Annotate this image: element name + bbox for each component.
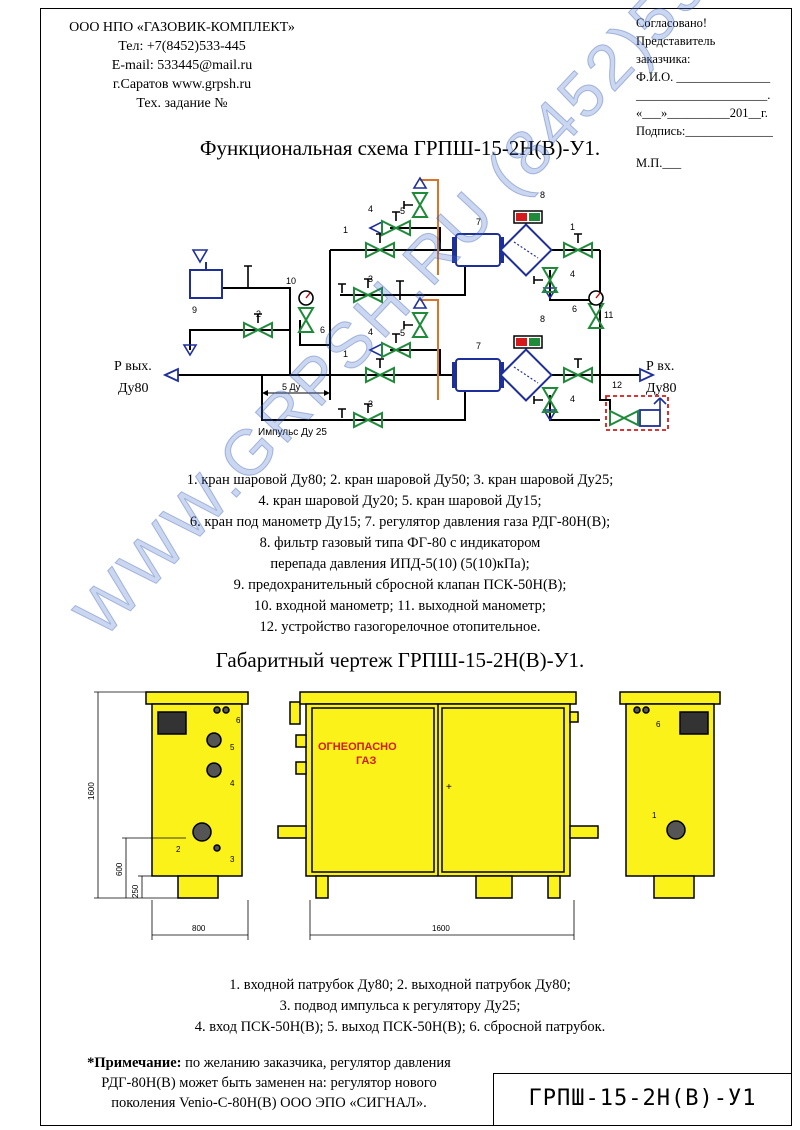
scheme-num-6b: 6 xyxy=(572,304,577,314)
warning-text-2: ГАЗ xyxy=(356,755,376,767)
scheme-five-du: 5 Ду xyxy=(282,382,301,392)
scheme-num-9: 9 xyxy=(192,305,197,315)
scheme-num-5a: 5 xyxy=(400,206,405,216)
warning-text-1: ОГНЕОПАСНО xyxy=(318,741,397,753)
dim-800: 800 xyxy=(192,924,206,933)
drawing-num-1: 1 xyxy=(652,811,657,820)
scheme-impulse: Импульс Ду 25 xyxy=(258,427,327,438)
approval-block: Согласовано! Представитель заказчика: Ф.… xyxy=(636,14,796,172)
scheme-num-7a: 7 xyxy=(476,217,481,227)
note-block: *Примечание: по желанию заказчика, регул… xyxy=(44,1053,494,1113)
legend-line: 1. кран шаровой Ду80; 2. кран шаровой Ду… xyxy=(186,472,614,488)
legend-line: 6. кран под манометр Ду15; 7. регулятор … xyxy=(189,514,611,530)
scheme-title: Функциональная схема ГРПШ-15-2Н(В)-У1. xyxy=(199,136,601,160)
svg-text:+: + xyxy=(446,782,452,793)
approval-rep2: заказчика: xyxy=(636,52,691,66)
legend-line: 12. устройство газогорелочное отопительн… xyxy=(259,619,541,635)
scheme-num-7b: 7 xyxy=(476,341,481,351)
scheme-num-4c: 4 xyxy=(368,327,373,337)
scheme-num-10: 10 xyxy=(286,276,296,286)
scheme-num-12: 12 xyxy=(612,380,622,390)
scheme-num-4a: 4 xyxy=(368,204,373,214)
scheme-num-4b: 4 xyxy=(570,269,575,279)
scheme-num-8a: 8 xyxy=(540,190,545,200)
scheme-num-2: 2 xyxy=(256,309,261,319)
company-email: E-mail: 533445@mail.ru xyxy=(111,58,253,73)
company-name: ООО НПО «ГАЗОВИК-КОМПЛЕКТ» xyxy=(69,20,295,35)
legend-line: перепада давления ИПД-5(10) (5(10)кПа); xyxy=(270,556,530,572)
legend-drawing: 1. входной патрубок Ду80; 2. выходной па… xyxy=(0,975,800,1038)
approval-rep1: Представитель xyxy=(636,34,716,48)
scheme-num-8b: 8 xyxy=(540,314,545,324)
legend-line: 4. кран шаровой Ду20; 5. кран шаровой Ду… xyxy=(258,493,542,509)
legend-scheme: 1. кран шаровой Ду80; 2. кран шаровой Ду… xyxy=(0,470,800,638)
approval-line2: _____________________. xyxy=(636,88,771,102)
note-text-3: поколения Venio-С-80Н(В) ООО ЭПО «СИГНАЛ… xyxy=(111,1095,427,1111)
drawing-title: Габаритный чертеж ГРПШ-15-2Н(В)-У1. xyxy=(215,648,585,672)
dimensional-drawing: + ОГНЕОПАСНО ГАЗ 1600 600 250 800 1600 6… xyxy=(87,691,721,940)
dim-1600-horizontal: 1600 xyxy=(432,924,450,933)
approval-mp: М.П.___ xyxy=(636,156,682,170)
scheme-num-5b: 5 xyxy=(400,328,405,338)
scheme-num-1c: 1 xyxy=(343,349,348,359)
approval-agreed: Согласовано! xyxy=(636,16,708,30)
scheme-p-in: Р вх. xyxy=(646,359,674,374)
drawing-num-2: 2 xyxy=(176,845,181,854)
note-label: *Примечание: xyxy=(87,1055,182,1071)
company-site: г.Саратов www.grpsh.ru xyxy=(112,77,252,92)
legend-line: 1. входной патрубок Ду80; 2. выходной па… xyxy=(229,977,571,993)
functional-scheme: 1 4 5 8 7 1 4 3 10 9 2 6 6 11 1 4 5 7 8 … xyxy=(114,176,677,438)
dim-250: 250 xyxy=(131,884,140,898)
scheme-num-6a: 6 xyxy=(320,325,325,335)
drawing-num-3: 3 xyxy=(230,855,235,864)
approval-fio: Ф.И.О. _______________ xyxy=(636,70,771,84)
scheme-num-3b: 3 xyxy=(368,399,373,409)
approval-date: «___»__________201__г. xyxy=(636,106,768,120)
scheme-num-3a: 3 xyxy=(368,274,373,284)
company-block: ООО НПО «ГАЗОВИК-КОМПЛЕКТ» Тел: +7(8452)… xyxy=(52,18,312,113)
approval-sign: Подпись:______________ xyxy=(636,124,773,138)
dim-1600-vertical: 1600 xyxy=(87,782,96,800)
scheme-p-out: Р вых. xyxy=(114,359,152,374)
dim-600: 600 xyxy=(115,862,124,876)
tech-task: Тех. задание № xyxy=(136,96,228,111)
scheme-num-11: 11 xyxy=(604,310,613,320)
scheme-dn-out: Ду80 xyxy=(118,381,149,396)
scheme-dn-in: Ду80 xyxy=(646,381,677,396)
scheme-num-1b: 1 xyxy=(570,222,575,232)
company-phone: Тел: +7(8452)533-445 xyxy=(118,39,246,54)
note-text-2: РДГ-80Н(В) может быть заменен на: регуля… xyxy=(101,1075,437,1091)
scheme-num-4d: 4 xyxy=(570,394,575,404)
legend-line: 3. подвод импульса к регулятору Ду25; xyxy=(279,998,521,1014)
drawing-num-5: 5 xyxy=(230,743,235,752)
note-text-1: по желанию заказчика, регулятор давления xyxy=(181,1055,451,1071)
drawing-num-6b: 6 xyxy=(656,720,661,729)
legend-line: 9. предохранительный сбросной клапан ПСК… xyxy=(233,577,567,593)
drawing-num-6a: 6 xyxy=(236,716,241,725)
scheme-num-1a: 1 xyxy=(343,225,348,235)
page-frame xyxy=(40,8,792,1126)
legend-line: 10. входной манометр; 11. выходной маном… xyxy=(254,598,546,614)
legend-line: 4. вход ПСК-50Н(В); 5. выход ПСК-50Н(В);… xyxy=(194,1019,606,1035)
legend-line: 8. фильтр газовый типа ФГ-80 с индикатор… xyxy=(259,535,541,551)
title-stamp: ГРПШ-15-2Н(В)-У1 xyxy=(493,1073,792,1126)
drawing-num-4: 4 xyxy=(230,779,235,788)
